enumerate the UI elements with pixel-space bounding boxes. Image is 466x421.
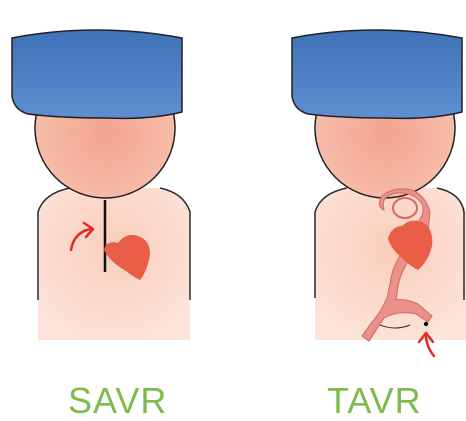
tavr-label: TAVR xyxy=(327,383,422,419)
tavr-surgical-cap xyxy=(292,30,462,118)
savr-label: SAVR xyxy=(68,383,167,419)
tavr-patient xyxy=(292,30,466,356)
savr-patient xyxy=(12,30,190,340)
tavr-torso xyxy=(315,188,466,340)
savr-surgical-cap xyxy=(12,30,182,118)
tavr-femoral-entry-point xyxy=(424,322,428,326)
savr-torso xyxy=(38,188,190,340)
